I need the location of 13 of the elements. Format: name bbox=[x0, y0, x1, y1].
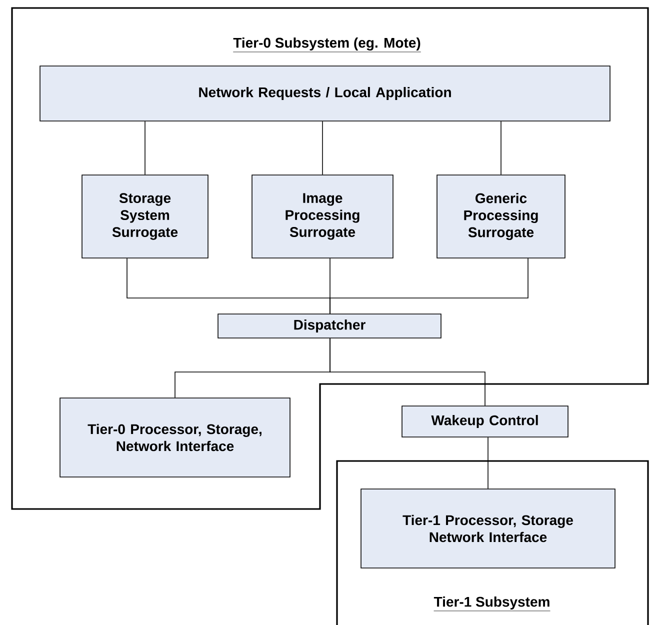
connector-line bbox=[330, 338, 486, 406]
connector-line bbox=[322, 121, 323, 175]
process-box: Generic Processing Surrogate bbox=[436, 174, 566, 258]
connector-line bbox=[330, 258, 528, 314]
process-box: Network Requests / Local Application bbox=[40, 66, 610, 122]
process-box: Tier-0 Processor, Storage, Network Interface bbox=[60, 398, 290, 478]
process-box: Image Processing Surrogate bbox=[252, 174, 394, 258]
process-box: Wakeup Control bbox=[402, 406, 568, 438]
process-box: Storage System Surrogate bbox=[82, 174, 208, 258]
connector-line bbox=[144, 121, 146, 175]
process-box: Tier-1 Processor, Storage Network Interface bbox=[360, 488, 616, 568]
process-box: Dispatcher bbox=[218, 314, 442, 338]
connector-line bbox=[500, 121, 502, 175]
